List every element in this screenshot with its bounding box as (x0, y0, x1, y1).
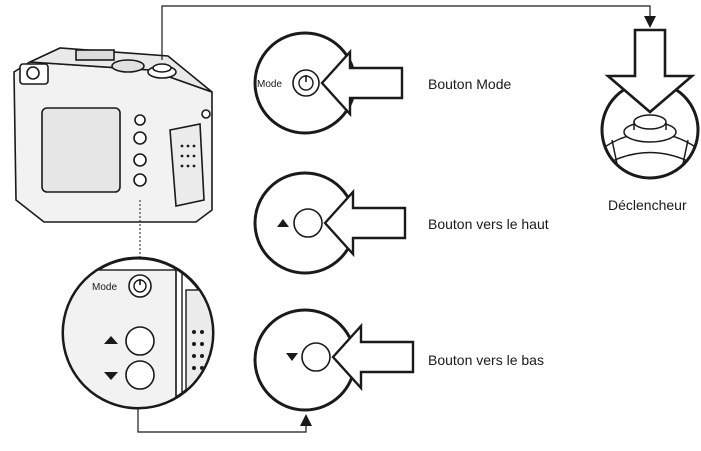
label-up-button: Bouton vers le haut (428, 216, 549, 232)
label-mode-button: Bouton Mode (428, 76, 512, 92)
zoom-mode-text: Mode (92, 282, 117, 293)
up-button-callout (253, 171, 407, 275)
down-arrow-icon (104, 372, 118, 380)
camera-illustration (13, 47, 213, 223)
down-arrow-icon (286, 353, 298, 361)
label-down-button: Bouton vers le bas (428, 352, 544, 368)
mode-button-callout: Mode (253, 31, 404, 135)
shutter-callout (600, 28, 700, 180)
pointer-arrow-shutter (604, 28, 696, 114)
zoom-down-button (125, 360, 155, 390)
pointer-arrow-mode (320, 48, 404, 118)
up-button (293, 208, 323, 238)
zoom-detail: Mode (61, 256, 215, 410)
up-arrow-icon (277, 219, 289, 227)
down-button (301, 342, 331, 372)
mode-button (292, 69, 320, 97)
zoom-mode-button (128, 274, 152, 298)
zoom-up-button (125, 326, 155, 356)
pointer-arrow-up (323, 188, 407, 258)
down-button-callout (253, 308, 415, 412)
pointer-arrow-down (331, 322, 415, 392)
connector-shutter-arrow (161, 5, 656, 60)
up-arrow-icon (104, 336, 118, 344)
label-shutter: Déclencheur (608, 197, 687, 213)
connector-down-arrow (137, 408, 312, 433)
mode-button-text: Mode (257, 79, 282, 90)
